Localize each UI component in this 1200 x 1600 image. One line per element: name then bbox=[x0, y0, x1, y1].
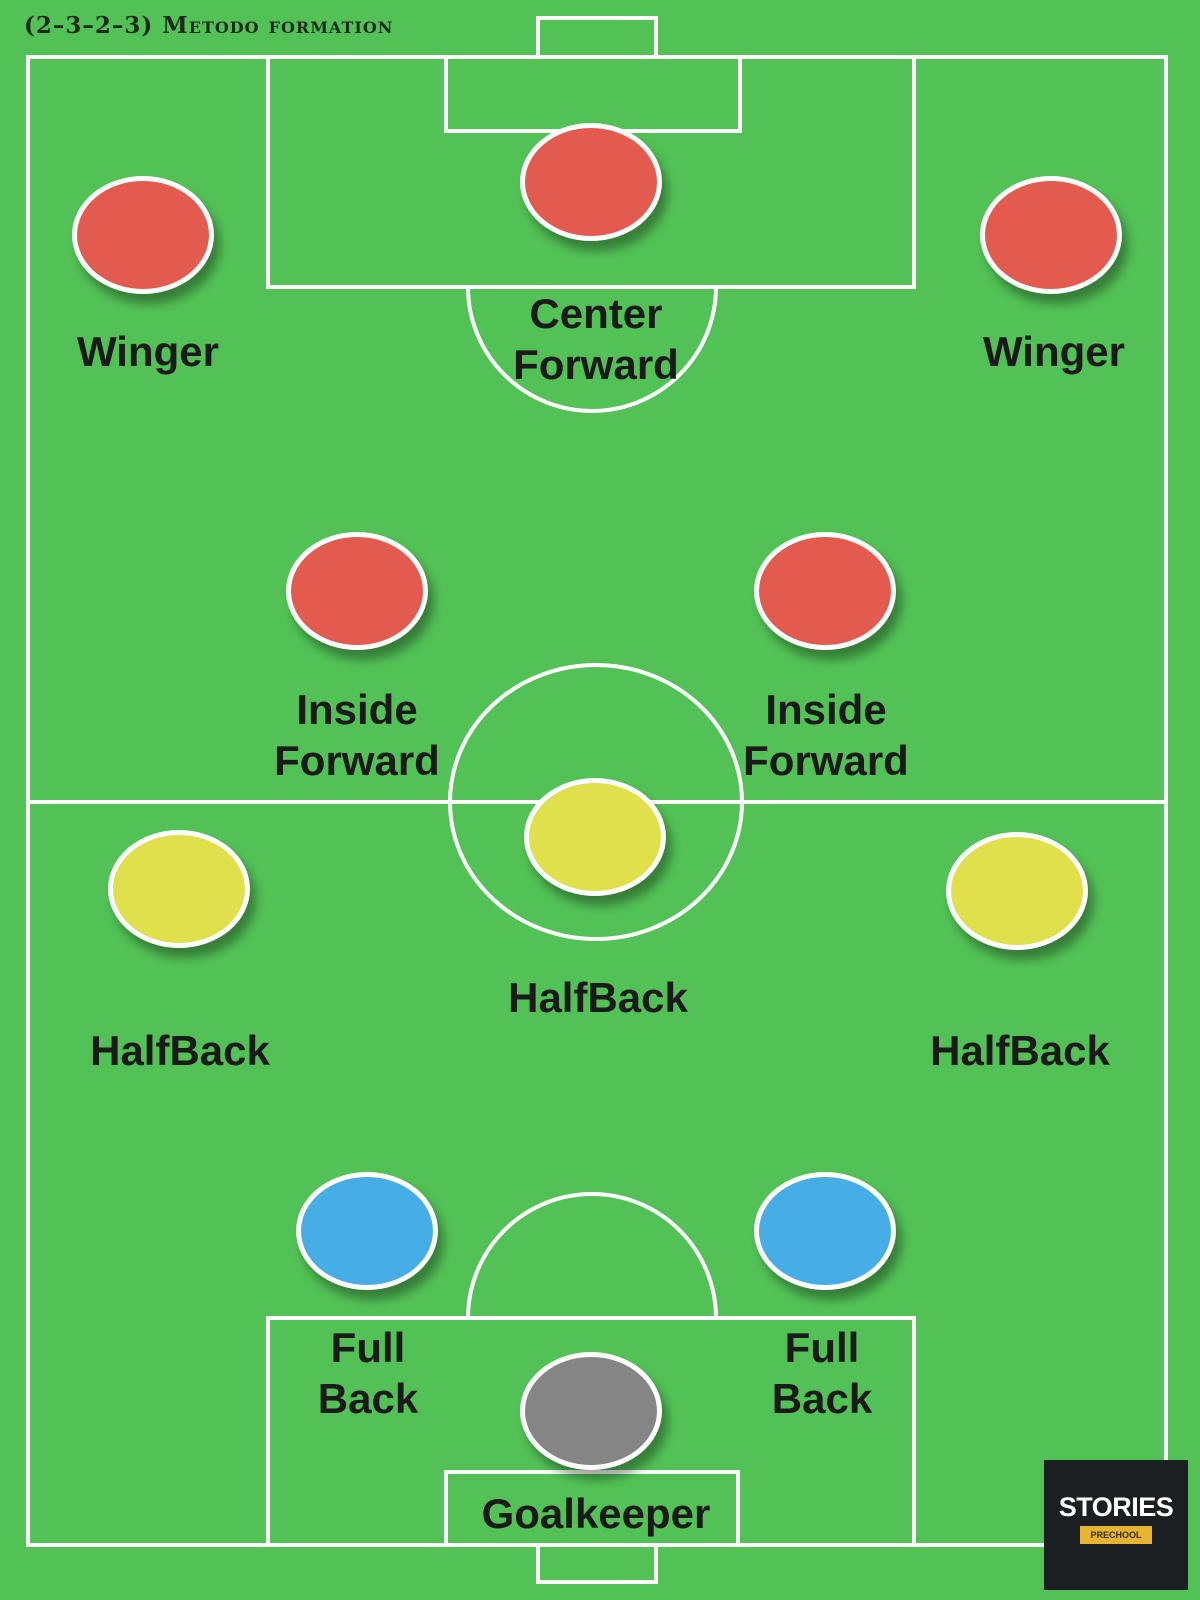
player-left-halfback bbox=[108, 830, 250, 948]
bottom-penalty-arc bbox=[466, 1192, 718, 1319]
label-right-inside-forward: Inside Forward bbox=[743, 686, 909, 784]
bottom-goal bbox=[536, 1543, 658, 1584]
player-center-halfback bbox=[524, 778, 666, 896]
player-left-winger bbox=[72, 176, 214, 294]
player-right-halfback bbox=[946, 832, 1088, 950]
player-left-fullback bbox=[296, 1172, 438, 1290]
label-left-winger: Winger bbox=[77, 328, 219, 375]
label-center-halfback: HalfBack bbox=[508, 974, 688, 1021]
logo-text: STORIES bbox=[1058, 1492, 1174, 1522]
player-right-fullback bbox=[754, 1172, 896, 1290]
top-goal-area bbox=[444, 55, 742, 133]
label-center-forward: Center Forward bbox=[513, 290, 679, 388]
label-left-fullback: Full Back bbox=[317, 1324, 419, 1422]
top-penalty-arc bbox=[466, 286, 718, 413]
diagram-title: (2–3–2–3) Metodo formation bbox=[24, 12, 394, 39]
label-right-fullback: Full Back bbox=[771, 1324, 873, 1422]
label-goalkeeper: Goalkeeper bbox=[481, 1490, 711, 1537]
top-goal bbox=[536, 16, 658, 59]
label-left-halfback: HalfBack bbox=[90, 1027, 270, 1074]
label-right-halfback: HalfBack bbox=[930, 1027, 1110, 1074]
player-goalkeeper bbox=[520, 1352, 662, 1470]
stories-logo: STORIES PRECHOOL bbox=[1044, 1460, 1188, 1590]
logo-subtext: PRECHOOL bbox=[1080, 1526, 1152, 1544]
label-left-inside-forward: Inside Forward bbox=[274, 686, 440, 784]
player-right-inside-forward bbox=[754, 532, 896, 650]
player-left-inside-forward bbox=[286, 532, 428, 650]
player-center-forward bbox=[520, 123, 662, 241]
label-right-winger: Winger bbox=[983, 328, 1125, 375]
center-circle bbox=[448, 663, 744, 941]
player-right-winger bbox=[980, 176, 1122, 294]
